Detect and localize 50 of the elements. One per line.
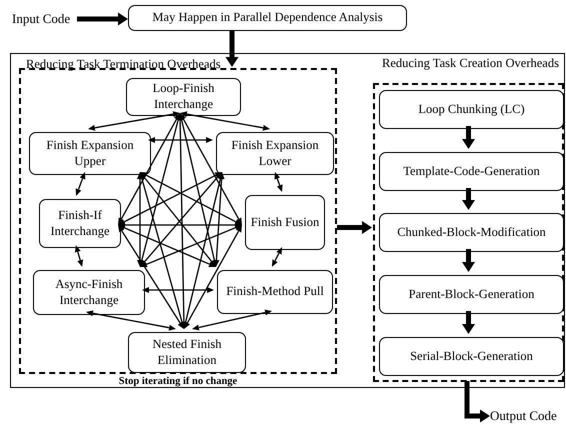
process-box: Nested Finish Elimination xyxy=(128,332,246,373)
group-title: Reducing Task Creation Overheads xyxy=(381,57,560,71)
arrow xyxy=(140,172,242,226)
arrow xyxy=(148,137,213,143)
arrow xyxy=(464,381,490,422)
process-box: Serial-Block-Generation xyxy=(379,337,564,376)
arrow xyxy=(462,311,475,334)
arrow xyxy=(118,225,216,267)
arrow xyxy=(462,188,475,210)
process-box: Finish Expansion Upper xyxy=(29,132,151,175)
arrow xyxy=(462,249,475,272)
arrow xyxy=(337,221,372,234)
process-box: Loop-Finish Interchange xyxy=(126,78,241,116)
process-box: Chunked-Block-Modification xyxy=(379,213,564,252)
arrow xyxy=(118,224,184,330)
arrow xyxy=(140,224,242,268)
arrow xyxy=(274,172,283,192)
arrow xyxy=(118,172,222,225)
arrow xyxy=(192,310,272,330)
arrow xyxy=(76,172,86,196)
arrow xyxy=(272,247,282,267)
arrow xyxy=(180,112,242,226)
process-box: Finish-If Interchange xyxy=(39,199,121,248)
arrow xyxy=(86,310,176,331)
process-box: Loop Chunking (LC) xyxy=(379,90,564,129)
process-box: Parent-Block-Generation xyxy=(379,275,564,314)
arrow xyxy=(213,172,225,267)
arrow xyxy=(142,287,214,293)
arrow xyxy=(74,245,84,267)
process-box: May Happen in Parallel Dependence Analysis xyxy=(128,5,407,31)
arrow xyxy=(118,222,242,228)
arrow xyxy=(180,111,270,131)
process-box: Finish Fusion xyxy=(245,195,325,250)
outer-frame xyxy=(10,53,565,388)
io-label: Output Code xyxy=(490,408,556,424)
arrow xyxy=(462,126,475,149)
arrow xyxy=(182,172,224,329)
group-note: Stop iterating if no change xyxy=(118,376,238,387)
arrow xyxy=(137,172,143,267)
arrow xyxy=(118,112,180,226)
io-label: Input Code xyxy=(12,11,76,27)
process-box: Async-Finish Interchange xyxy=(33,270,145,315)
arrow xyxy=(184,224,242,330)
arrow xyxy=(226,31,238,67)
process-box: Finish-Method Pull xyxy=(217,270,333,314)
process-box: Template-Code-Generation xyxy=(379,152,564,191)
group-title: Reducing Task Termination Overheads xyxy=(26,58,222,72)
arrow xyxy=(77,12,128,26)
process-box: Finish Expansion Lower xyxy=(216,132,334,175)
arrow xyxy=(88,111,180,131)
